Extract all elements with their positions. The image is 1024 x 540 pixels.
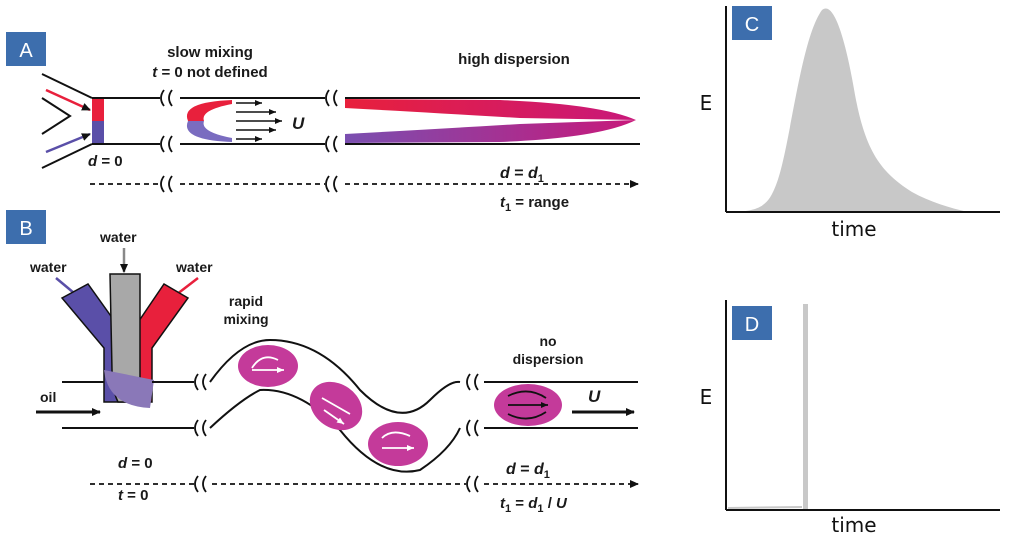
merged-stream <box>104 370 154 408</box>
droplet <box>368 422 428 466</box>
d-ylabel: E <box>700 385 713 409</box>
parabolic-front-blue <box>186 121 232 142</box>
droplet-no-dispersion <box>494 384 562 426</box>
break-mark <box>194 373 479 493</box>
badge-c <box>732 6 772 40</box>
c-xlabel: time <box>831 217 876 241</box>
narrow-rtd-spike <box>803 304 808 510</box>
panel-c: C E time <box>700 6 1000 241</box>
dispersion-label: dispersion <box>513 351 584 367</box>
d1-label-b: d = d1 <box>506 461 550 481</box>
velocity-profile-arrows <box>236 100 282 142</box>
t0-label-b: t = 0 <box>118 487 148 504</box>
broad-rtd-curve <box>726 8 968 212</box>
water-top-label: water <box>99 229 137 245</box>
no-label: no <box>539 333 556 349</box>
t1-range-label: t1 = range <box>500 194 569 214</box>
badge-b <box>6 210 46 244</box>
velocity-label-a: U <box>292 114 305 133</box>
badge-d-label: D <box>745 314 759 336</box>
droplet <box>309 381 363 440</box>
badge-c-label: C <box>745 14 759 36</box>
break-mark <box>160 89 338 193</box>
d-xlabel: time <box>831 513 876 537</box>
velocity-label-b: U <box>588 387 601 406</box>
red-stream-block <box>92 98 104 121</box>
serpentine-channel-top <box>209 338 461 414</box>
d0-label-b: d = 0 <box>118 455 153 472</box>
t1-formula-label: t1 = d1 / U <box>500 495 568 515</box>
badge-a <box>6 32 46 66</box>
red-inlet-arrow <box>45 88 91 112</box>
badge-d <box>732 306 772 340</box>
d-baseline-trace <box>727 506 803 509</box>
oil-label: oil <box>40 389 56 405</box>
blue-stream-block <box>92 121 104 144</box>
droplet <box>238 345 298 387</box>
dispersion-plume-red <box>345 99 636 120</box>
d0-label-a: d = 0 <box>88 153 123 170</box>
badge-b-label: B <box>19 218 32 240</box>
dispersion-plume-blue <box>345 120 636 143</box>
blue-inlet-arrow <box>45 132 91 154</box>
water-left-label: water <box>29 259 67 275</box>
high-dispersion-label: high dispersion <box>458 51 570 68</box>
parabolic-front-red <box>186 100 232 121</box>
c-ylabel: E <box>700 91 713 115</box>
panel-b: B water water water oil <box>6 210 639 515</box>
water-right-label: water <box>175 259 213 275</box>
panel-a: A U <box>6 32 640 214</box>
d1-label-a: d = d1 <box>500 165 544 185</box>
t0-not-defined-label: t = 0 not defined <box>152 64 267 81</box>
mixing-label: mixing <box>223 311 268 327</box>
rapid-label: rapid <box>229 293 263 309</box>
badge-a-label: A <box>19 40 33 62</box>
slow-mixing-label: slow mixing <box>167 44 253 61</box>
panel-d: D E time <box>700 300 1000 537</box>
